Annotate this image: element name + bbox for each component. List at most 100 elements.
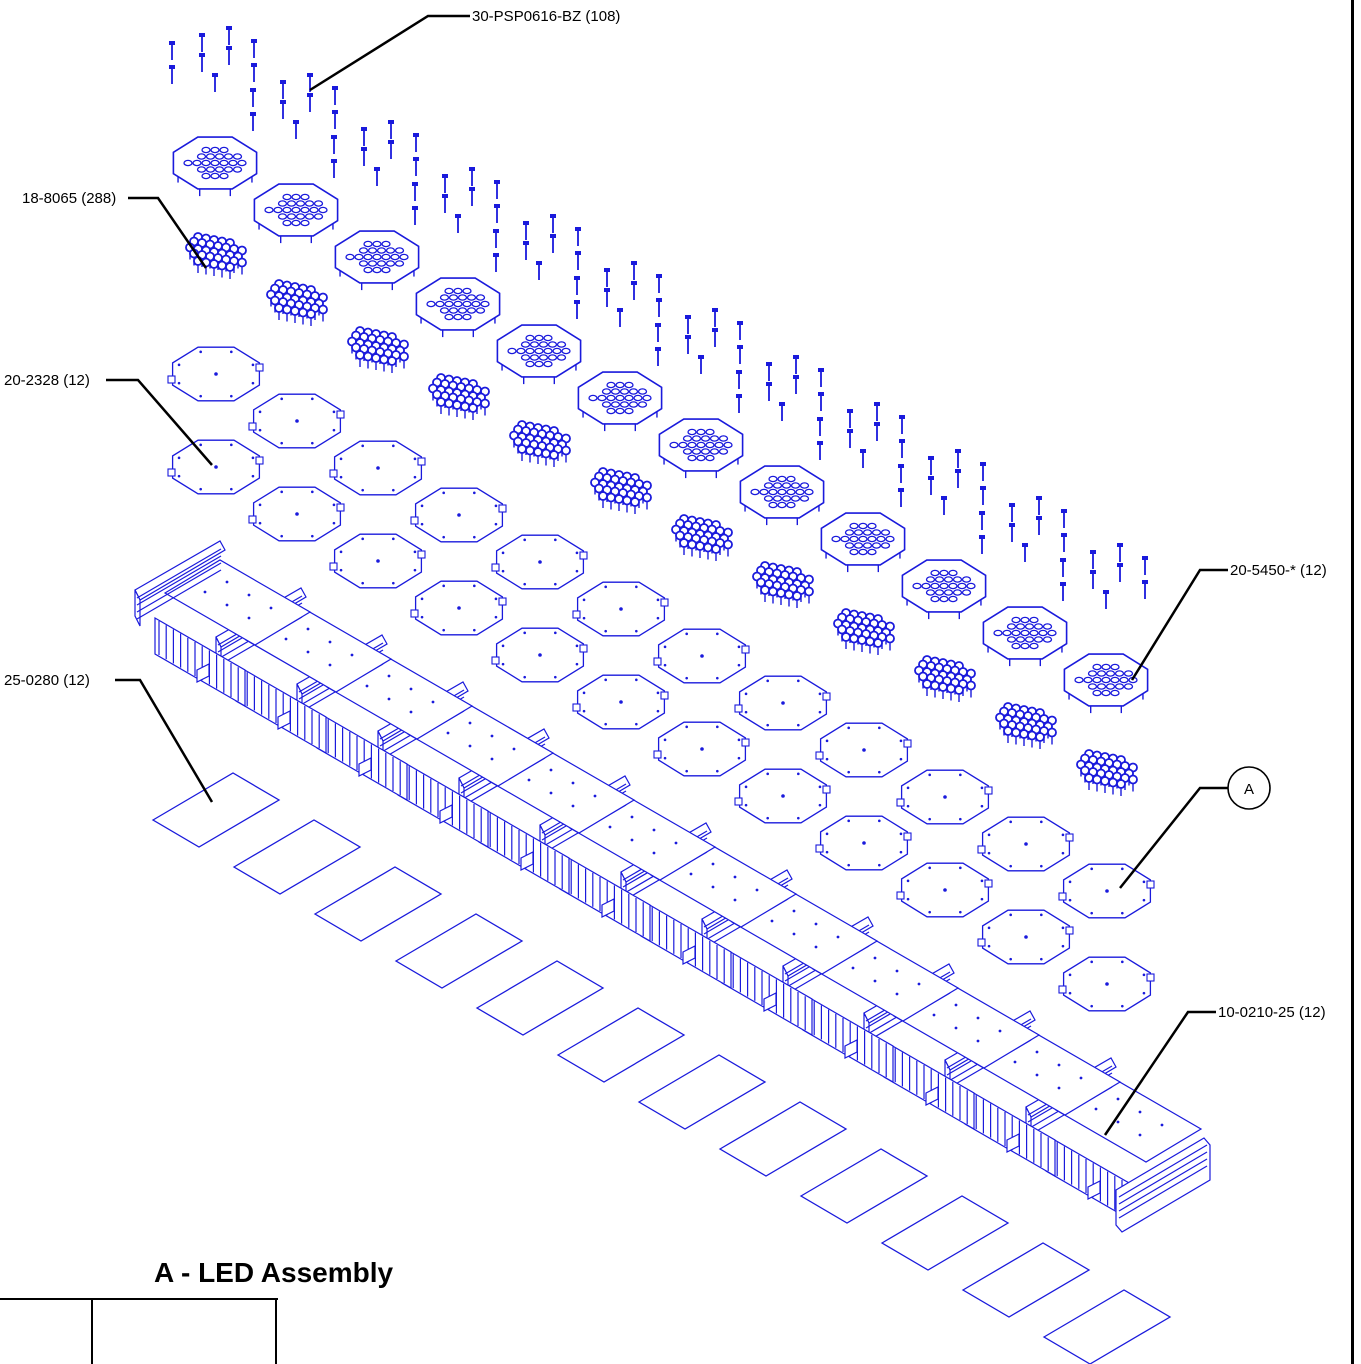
lens-plates-row: [172, 136, 1149, 714]
thermal-pad: [880, 1195, 1010, 1271]
led-board: [410, 487, 507, 543]
screw: [631, 281, 637, 300]
screw: [1142, 580, 1148, 599]
screw: [469, 187, 475, 206]
screw: [332, 86, 338, 105]
screw: [250, 88, 256, 107]
screw: [550, 214, 556, 233]
lens-plate: [577, 371, 663, 432]
screw: [955, 449, 961, 468]
screw: [332, 110, 338, 129]
screw: [307, 93, 313, 112]
thermal-pad: [232, 819, 362, 895]
screw: [388, 140, 394, 159]
leader-led-board: [106, 378, 213, 466]
screw: [388, 120, 394, 139]
leader-assembly-marker: [1119, 786, 1228, 889]
screw: [899, 415, 905, 434]
led-cluster: [833, 608, 895, 655]
screw: [361, 127, 367, 146]
screw: [574, 300, 580, 319]
lens-plate: [739, 465, 825, 526]
led-cluster: [590, 467, 652, 514]
led-board: [410, 580, 507, 636]
thermal-pad: [313, 866, 443, 942]
screw: [1009, 503, 1015, 522]
screw: [169, 65, 175, 84]
screw: [523, 221, 529, 240]
screw: [536, 261, 542, 280]
screw: [251, 63, 257, 82]
led-cluster: [347, 326, 409, 373]
callout-heatsink: 10-0210-25 (12): [1218, 1004, 1326, 1021]
screw: [226, 26, 232, 45]
led-cluster: [1076, 749, 1138, 796]
led-board: [896, 769, 993, 825]
assembly-marker-circle: [1227, 766, 1271, 810]
leader-lens-plate: [1130, 568, 1228, 681]
led-board: [329, 533, 426, 589]
callout-leds: 18-8065 (288): [22, 190, 116, 207]
lens-plate: [1063, 653, 1149, 714]
screw: [655, 347, 661, 366]
led-board: [248, 486, 345, 542]
thermal-pad: [799, 1148, 929, 1224]
screw: [251, 39, 257, 58]
screw: [604, 268, 610, 287]
screw: [1022, 543, 1028, 562]
led-board: [896, 862, 993, 918]
led-board: [572, 674, 669, 730]
screw: [617, 308, 623, 327]
frame-border: [1351, 0, 1354, 1364]
screw: [331, 135, 337, 154]
screw: [1142, 556, 1148, 575]
led-cluster: [509, 420, 571, 467]
assembly-marker-label: A: [1244, 781, 1254, 798]
screw: [655, 323, 661, 342]
screw: [1117, 563, 1123, 582]
led-cluster: [914, 655, 976, 702]
lens-plate: [496, 324, 582, 385]
thermal-pad: [151, 772, 281, 848]
thermal-pad: [556, 1007, 686, 1083]
heatsinks-row: [134, 540, 1211, 1233]
screw: [212, 73, 218, 92]
screw: [928, 456, 934, 475]
screw: [280, 100, 286, 119]
screw: [550, 234, 556, 253]
lens-plate: [253, 183, 339, 244]
callout-lens-plate: 20-5450-* (12): [1230, 562, 1327, 579]
leader-leds: [128, 196, 208, 269]
leader-screws: [309, 14, 470, 92]
screw: [1061, 533, 1067, 552]
screw: [442, 194, 448, 213]
led-cluster: [671, 514, 733, 561]
screw: [575, 227, 581, 246]
screw: [979, 511, 985, 530]
screw: [374, 167, 380, 186]
screw: [685, 335, 691, 354]
led-clusters-row: [185, 232, 1138, 796]
screw: [331, 159, 337, 178]
screw: [736, 394, 742, 413]
lens-plate: [172, 136, 258, 197]
led-cluster: [428, 373, 490, 420]
screw: [1061, 509, 1067, 528]
lens-plate: [415, 277, 501, 338]
leader-lines: [106, 14, 1228, 1136]
screw: [847, 409, 853, 428]
screw: [818, 368, 824, 387]
screw: [169, 41, 175, 60]
screw: [899, 439, 905, 458]
screw: [1090, 570, 1096, 589]
led-board: [167, 439, 264, 495]
screw: [793, 355, 799, 374]
screw: [898, 488, 904, 507]
led-board: [734, 768, 831, 824]
led-board: [1058, 863, 1155, 919]
screw: [898, 464, 904, 483]
screw: [250, 112, 256, 131]
screw: [361, 147, 367, 166]
screw: [493, 253, 499, 272]
led-board: [977, 909, 1074, 965]
